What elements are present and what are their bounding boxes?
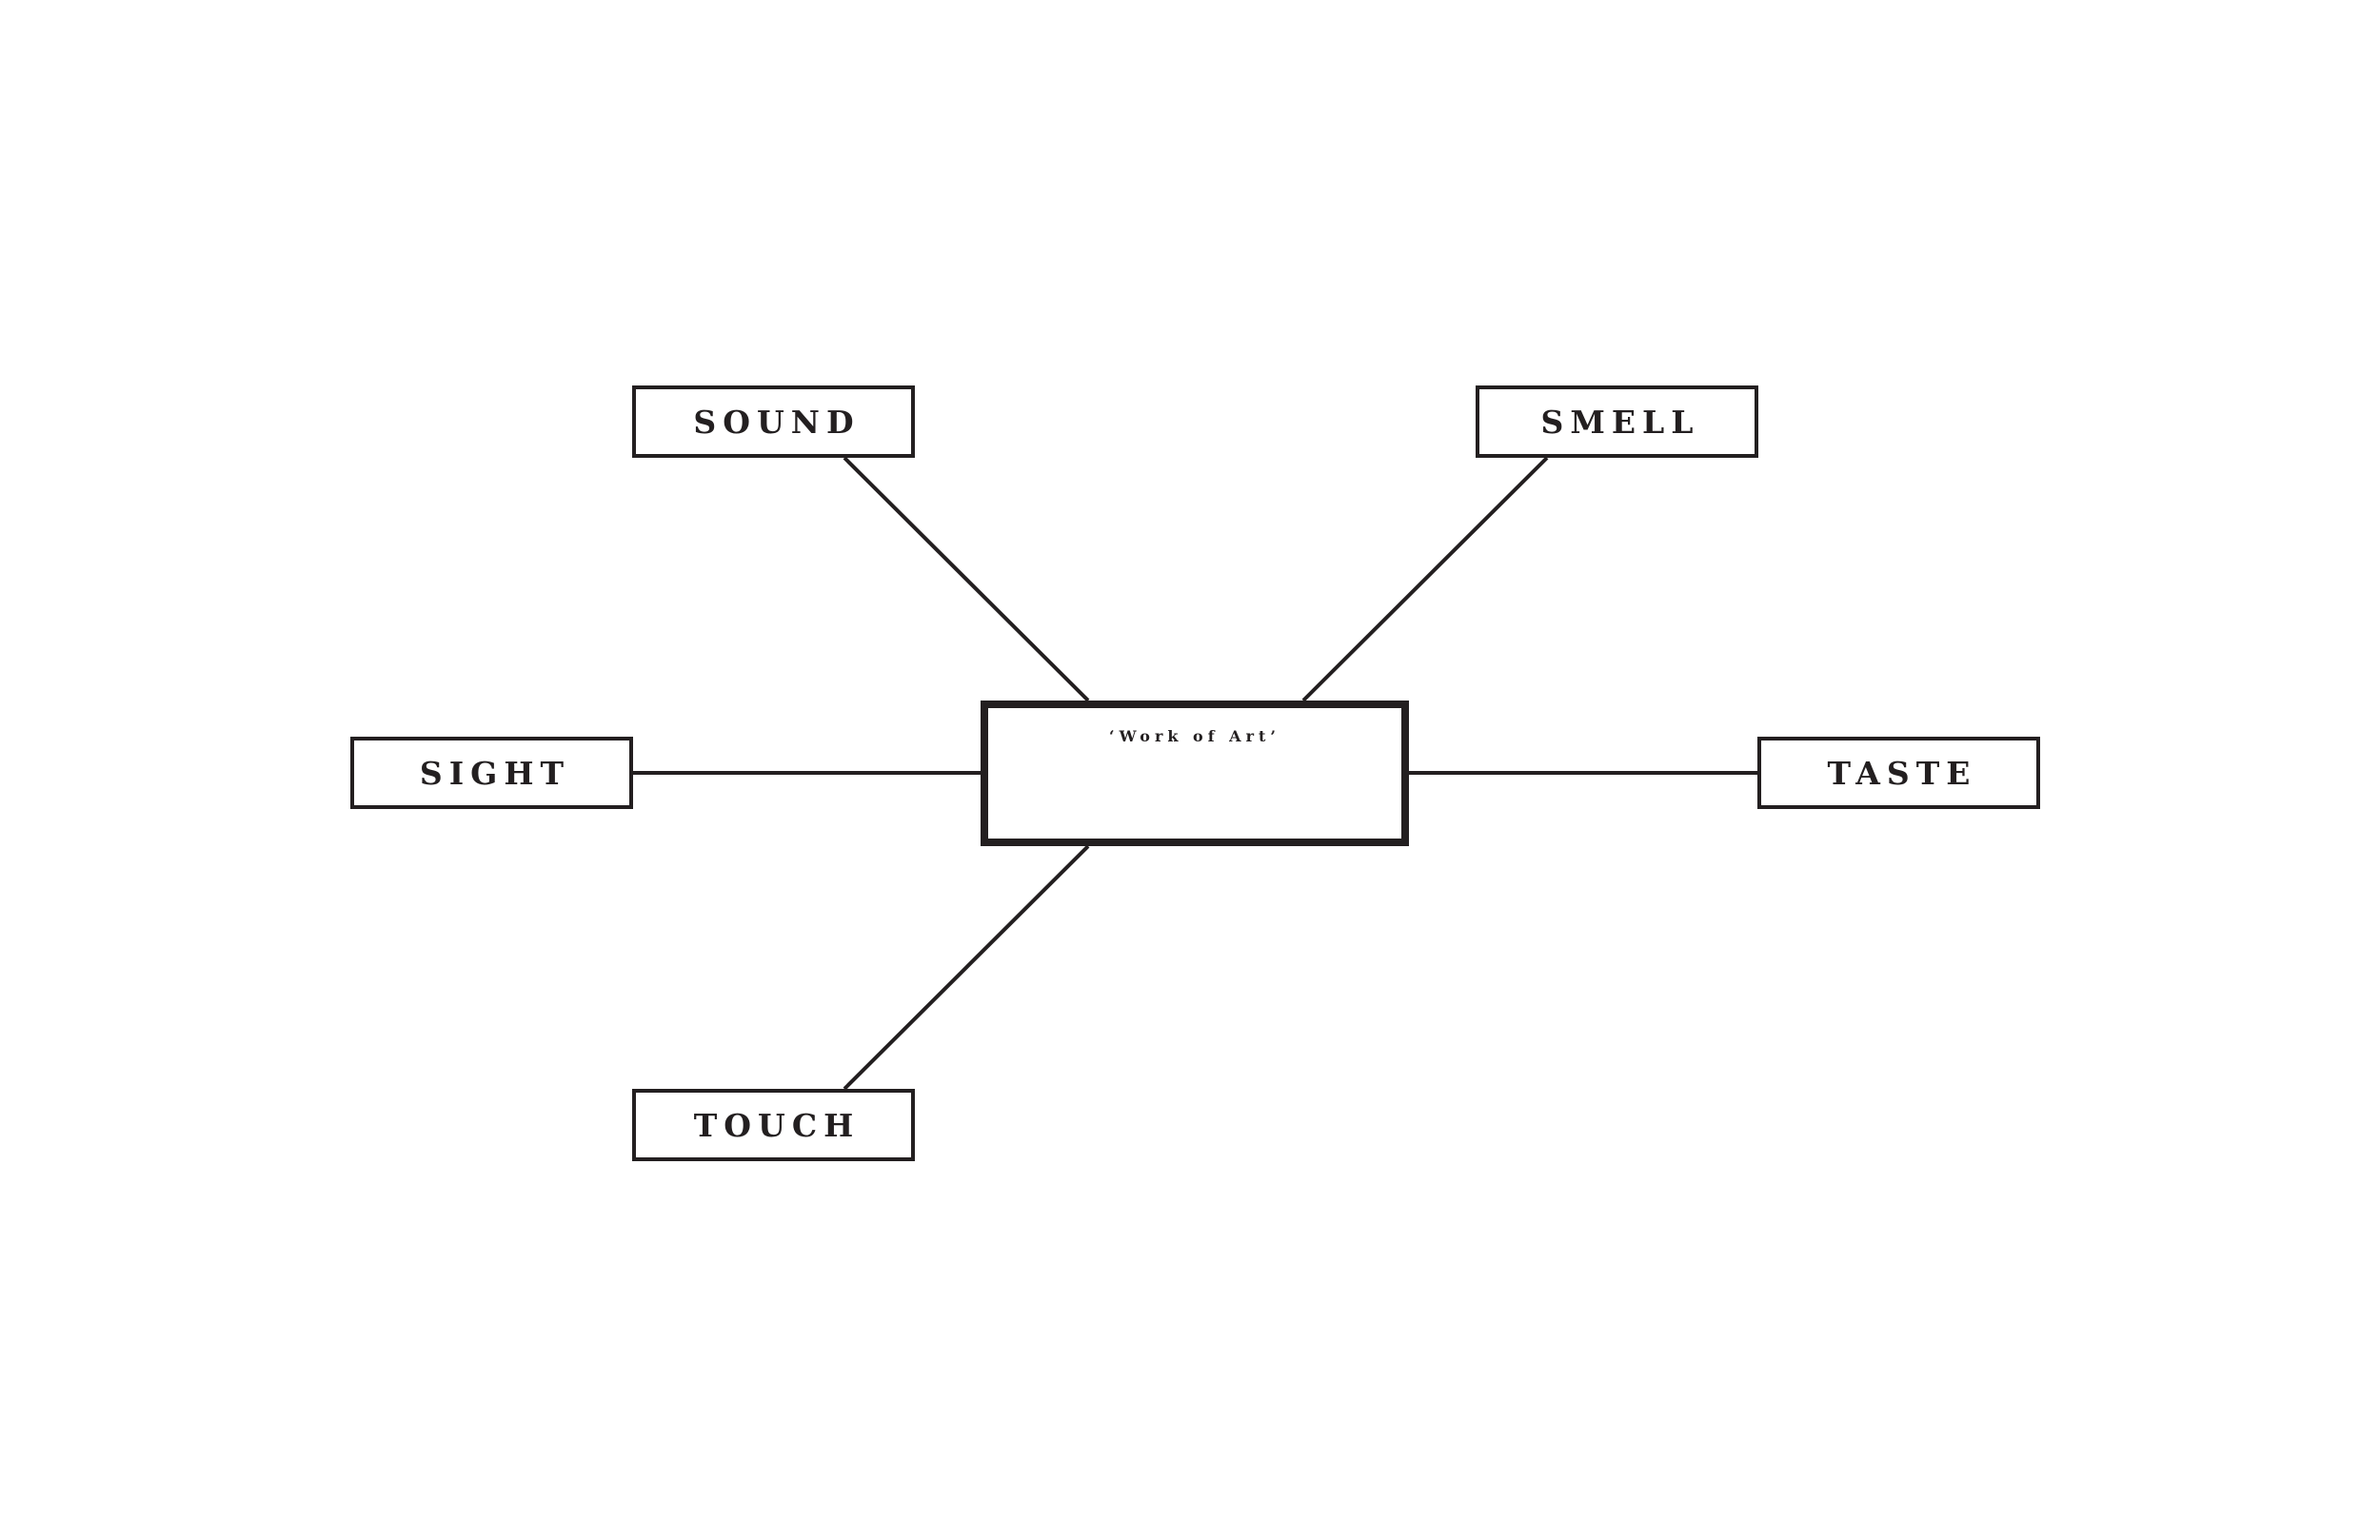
- center-node-work-of-art: ‘Work of Art’: [981, 701, 1409, 846]
- connector-sound: [843, 456, 1090, 702]
- center-node-label: ‘Work of Art’: [1109, 727, 1280, 745]
- node-label-sight: SIGHT: [419, 754, 571, 792]
- node-sound: SOUND: [632, 385, 915, 458]
- node-label-smell: SMELL: [1540, 403, 1700, 441]
- node-label-taste: TASTE: [1827, 754, 1977, 792]
- node-smell: SMELL: [1476, 385, 1758, 458]
- node-label-touch: TOUCH: [693, 1106, 861, 1144]
- node-touch: TOUCH: [632, 1089, 915, 1161]
- node-label-sound: SOUND: [693, 403, 861, 441]
- node-taste: TASTE: [1757, 737, 2040, 809]
- node-sight: SIGHT: [350, 737, 633, 809]
- connector-smell: [1301, 456, 1549, 702]
- connector-touch: [843, 844, 1090, 1091]
